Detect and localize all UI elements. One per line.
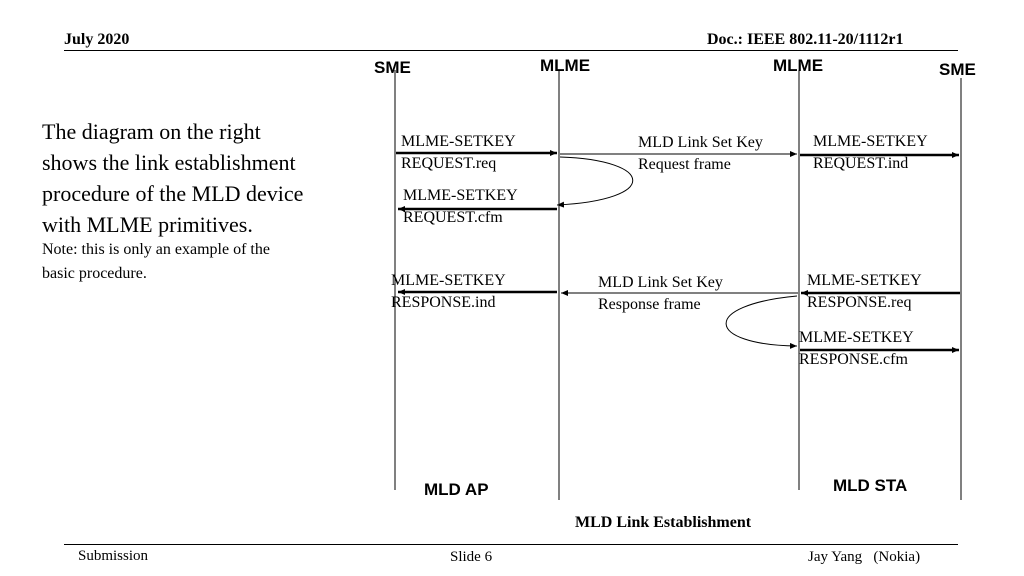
label-line: MLME-SETKEY: [807, 272, 922, 289]
entity-sta-sme: SME: [939, 60, 976, 79]
label-setkey-request-req: MLME-SETKEY REQUEST.req: [401, 131, 516, 175]
label-line: MLME-SETKEY: [799, 329, 914, 346]
footer-rule: [64, 544, 958, 545]
footer-slide-number: Slide 6: [450, 549, 493, 565]
header-date: July 2020: [64, 31, 130, 48]
label-line: MLD Link Set Key: [598, 274, 723, 291]
group-mld-sta: MLD STA: [833, 476, 908, 495]
note-text: Note: this is only an example of the bas…: [42, 238, 270, 286]
header-rule: [64, 50, 958, 51]
entity-ap-mlme: MLME: [540, 56, 591, 75]
footer-author: Jay Yang (Nokia): [808, 549, 921, 565]
label-line: MLD Link Set Key: [638, 134, 763, 151]
label-line: MLME-SETKEY: [813, 133, 928, 150]
entity-sta-mlme: MLME: [773, 56, 824, 75]
note-line: basic procedure.: [42, 265, 147, 282]
label-setkey-response-req: MLME-SETKEY RESPONSE.req: [807, 270, 922, 314]
description-line: The diagram on the right: [42, 119, 261, 144]
label-line: Response frame: [598, 296, 701, 313]
label-line: REQUEST.req: [401, 155, 497, 172]
header-doc-id: Doc.: IEEE 802.11-20/1112r1: [707, 31, 904, 48]
note-line: Note: this is only an example of the: [42, 241, 270, 258]
label-line: REQUEST.ind: [813, 155, 909, 172]
description-line: with MLME primitives.: [42, 212, 253, 237]
label-line: REQUEST.cfm: [403, 209, 503, 226]
curve-request-loop: [556, 156, 634, 208]
label-setkey-response-cfm: MLME-SETKEY RESPONSE.cfm: [799, 327, 914, 371]
group-mld-ap: MLD AP: [424, 480, 489, 499]
description-line: shows the link establishment: [42, 150, 296, 175]
label-setkey-request-ind: MLME-SETKEY REQUEST.ind: [813, 131, 928, 175]
label-line: Request frame: [638, 156, 731, 173]
description-line: procedure of the MLD device: [42, 181, 304, 206]
label-line: RESPONSE.req: [807, 294, 912, 311]
footer-submission: Submission: [78, 548, 149, 564]
description-text: The diagram on the right shows the link …: [42, 116, 303, 240]
label-setkey-request-frame: MLD Link Set Key Request frame: [638, 132, 763, 176]
label-line: RESPONSE.cfm: [799, 351, 908, 368]
label-line: MLME-SETKEY: [401, 133, 516, 150]
entity-ap-sme: SME: [374, 58, 411, 77]
label-setkey-response-ind: MLME-SETKEY RESPONSE.ind: [391, 270, 506, 314]
diagram-caption: MLD Link Establishment: [575, 514, 752, 531]
label-line: MLME-SETKEY: [391, 272, 506, 289]
label-setkey-request-cfm: MLME-SETKEY REQUEST.cfm: [403, 185, 518, 229]
curve-response-loop: [725, 295, 798, 349]
label-line: RESPONSE.ind: [391, 294, 496, 311]
label-line: MLME-SETKEY: [403, 187, 518, 204]
label-setkey-response-frame: MLD Link Set Key Response frame: [598, 272, 723, 316]
